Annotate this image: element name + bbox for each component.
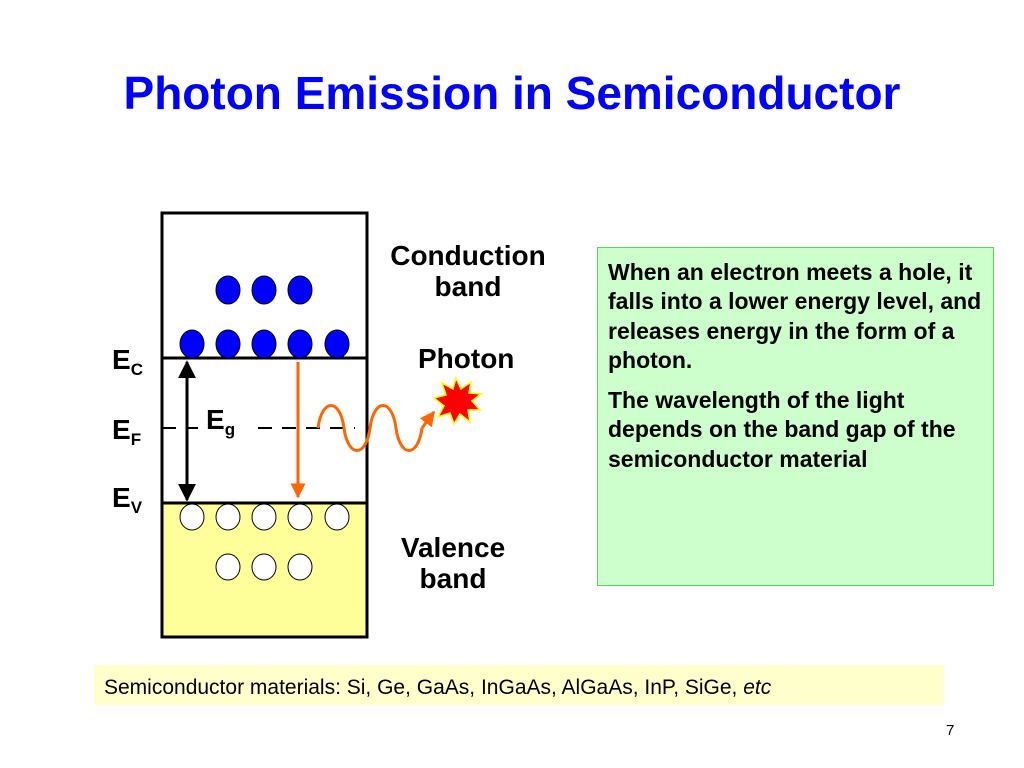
eg-label-background <box>198 400 258 448</box>
electron <box>287 275 313 305</box>
holes <box>179 503 350 581</box>
photon-wave-arrowhead <box>419 410 436 429</box>
eg-label: Eg <box>206 404 236 439</box>
explanation-paragraph-1: When an electron meets a hole, it falls … <box>608 259 982 374</box>
electron <box>215 329 241 359</box>
materials-text: Semiconductor materials: Si, Ge, GaAs, I… <box>104 676 744 699</box>
photon-label: Photon <box>418 343 515 374</box>
page-number: 7 <box>946 722 955 739</box>
hole <box>215 553 241 581</box>
electron <box>324 329 350 359</box>
materials-etc: etc <box>743 676 772 699</box>
ec-label: EC <box>112 344 143 379</box>
hole <box>287 503 313 531</box>
electron <box>251 275 277 305</box>
electron <box>179 329 205 359</box>
ef-label: EF <box>112 414 142 449</box>
photon-burst-icon <box>432 375 483 426</box>
conduction-band-label: Conduction band <box>390 240 546 302</box>
band-frame <box>160 211 369 639</box>
electron <box>287 329 313 359</box>
explanation-box: When an electron meets a hole, it falls … <box>597 247 994 586</box>
hole <box>215 503 241 531</box>
ev-label: EV <box>112 482 143 517</box>
materials-box: Semiconductor materials: Si, Ge, GaAs, I… <box>94 665 944 705</box>
hole <box>251 553 277 581</box>
hole <box>251 503 277 531</box>
electron <box>251 329 277 359</box>
slide-title: Photon Emission in Semiconductor <box>123 67 901 119</box>
hole <box>324 503 350 531</box>
explanation-paragraph-2: The wavelength of the light depends on t… <box>608 386 956 472</box>
hole <box>287 553 313 581</box>
hole <box>179 503 205 531</box>
photon-wave <box>316 404 424 452</box>
electrons <box>179 275 350 359</box>
valence-band-label: Valence band <box>400 532 506 594</box>
electron <box>215 275 241 305</box>
